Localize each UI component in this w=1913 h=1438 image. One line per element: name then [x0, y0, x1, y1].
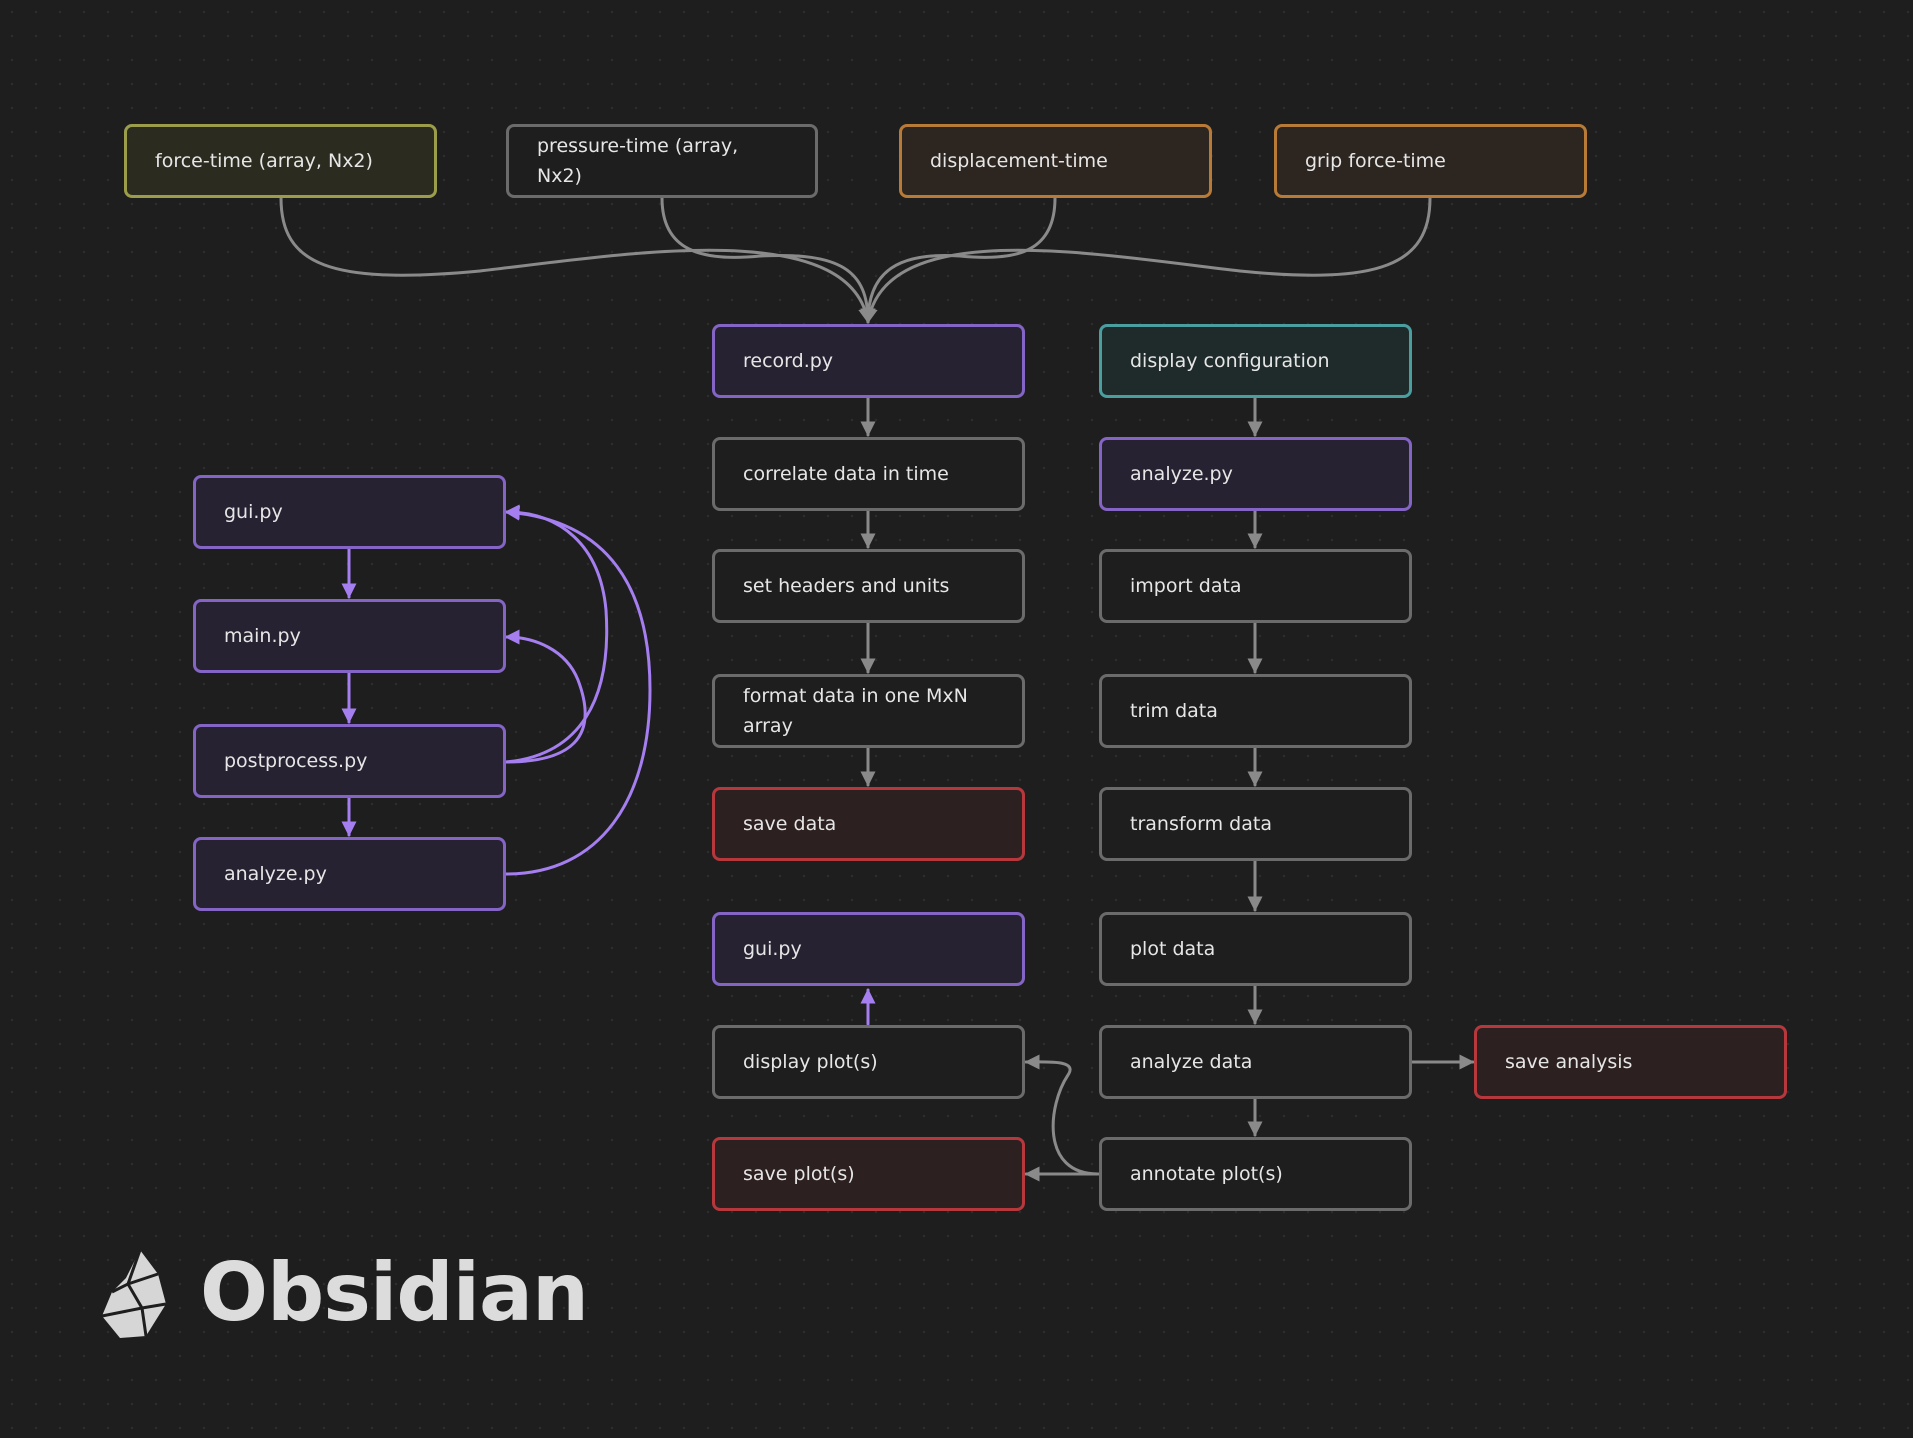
node-label: analyze.py: [1130, 463, 1233, 485]
node-label: transform data: [1130, 813, 1272, 835]
node-displacement-time[interactable]: displacement-time: [899, 124, 1212, 198]
node-transform-data[interactable]: transform data: [1099, 787, 1412, 861]
node-label: trim data: [1130, 700, 1218, 722]
node-record-py[interactable]: record.py: [712, 324, 1025, 398]
node-label: displacement-time: [930, 150, 1108, 172]
node-main-py[interactable]: main.py: [193, 599, 506, 673]
obsidian-logo: Obsidian: [98, 1248, 618, 1338]
node-label: force-time (array, Nx2): [155, 150, 373, 172]
node-label: display plot(s): [743, 1051, 878, 1073]
node-label: postprocess.py: [224, 750, 368, 772]
node-display-plots[interactable]: display plot(s): [712, 1025, 1025, 1099]
node-label: import data: [1130, 575, 1242, 597]
node-force-time[interactable]: force-time (array, Nx2): [124, 124, 437, 198]
node-gui-py-center[interactable]: gui.py: [712, 912, 1025, 986]
node-label: set headers and units: [743, 575, 950, 597]
node-label: analyze.py: [224, 863, 327, 885]
node-analyze-py-left[interactable]: analyze.py: [193, 837, 506, 911]
node-trim-data[interactable]: trim data: [1099, 674, 1412, 748]
node-format-data[interactable]: format data in one MxN array: [712, 674, 1025, 748]
node-label: gui.py: [743, 938, 802, 960]
node-label: correlate data in time: [743, 463, 949, 485]
node-label: grip force-time: [1305, 150, 1446, 172]
obsidian-wordmark: Obsidian: [200, 1246, 589, 1339]
node-label: format data in one MxN array: [743, 685, 968, 737]
node-import-data[interactable]: import data: [1099, 549, 1412, 623]
node-label: annotate plot(s): [1130, 1163, 1283, 1185]
node-annotate-plots[interactable]: annotate plot(s): [1099, 1137, 1412, 1211]
node-label: plot data: [1130, 938, 1216, 960]
obsidian-gem-icon: [101, 1249, 167, 1338]
node-label: gui.py: [224, 501, 283, 523]
node-label: display configuration: [1130, 350, 1330, 372]
node-save-analysis[interactable]: save analysis: [1474, 1025, 1787, 1099]
node-label: record.py: [743, 350, 834, 372]
node-analyze-py-right[interactable]: analyze.py: [1099, 437, 1412, 511]
edge-analyze-to-gui: [504, 505, 652, 876]
node-display-configuration[interactable]: display configuration: [1099, 324, 1412, 398]
node-save-plots[interactable]: save plot(s): [712, 1137, 1025, 1211]
node-postprocess-py[interactable]: postprocess.py: [193, 724, 506, 798]
node-label: analyze data: [1130, 1051, 1253, 1073]
node-label: main.py: [224, 625, 301, 647]
node-analyze-data[interactable]: analyze data: [1099, 1025, 1412, 1099]
node-label: save plot(s): [743, 1163, 855, 1185]
edge-force-time-to-record: [279, 196, 874, 324]
edge-pressure-time-to-record: [660, 196, 876, 324]
node-plot-data[interactable]: plot data: [1099, 912, 1412, 986]
edge-annotate-to-display-plots: [1024, 1054, 1100, 1176]
edge-postprocess-to-main: [504, 629, 587, 764]
edge-grip-force-time-to-record: [862, 196, 1432, 324]
node-save-data[interactable]: save data: [712, 787, 1025, 861]
node-grip-force-time[interactable]: grip force-time: [1274, 124, 1587, 198]
node-label: pressure-time (array, Nx2): [537, 135, 739, 187]
node-label: save analysis: [1505, 1051, 1633, 1073]
node-gui-py-left[interactable]: gui.py: [193, 475, 506, 549]
edge-displacement-time-to-record: [860, 196, 1057, 324]
node-set-headers[interactable]: set headers and units: [712, 549, 1025, 623]
node-correlate-data[interactable]: correlate data in time: [712, 437, 1025, 511]
node-pressure-time[interactable]: pressure-time (array, Nx2): [506, 124, 818, 198]
node-label: save data: [743, 813, 837, 835]
